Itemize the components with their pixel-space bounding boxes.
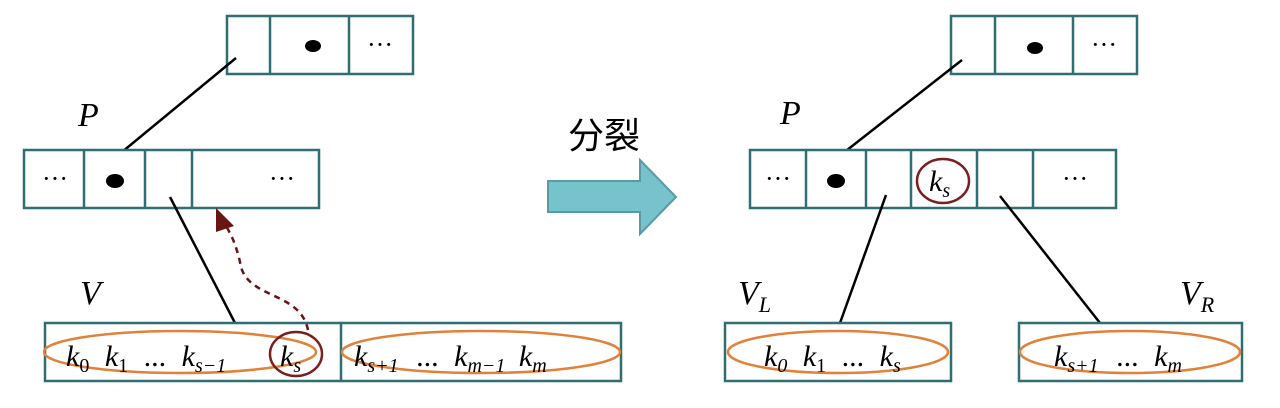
after-left-group-ellipse <box>726 329 950 375</box>
l-key-dots: ... <box>842 340 865 373</box>
split-arrow-label: 分裂 <box>568 116 640 157</box>
after-promoted-key: ks <box>929 165 950 202</box>
after-right-child-label: VR <box>1180 275 1215 317</box>
key-k1-base: k <box>105 340 119 373</box>
key-k0-base: k <box>66 340 80 373</box>
after-parent-node: ··· ks ··· <box>748 148 1118 210</box>
after-right-child-node: ks+1 ... km <box>1017 321 1244 383</box>
after-parent-pointer-dot <box>827 174 845 188</box>
key-dots-2: ... <box>416 340 439 373</box>
after-parent-left-ellipsis: ··· <box>765 164 791 193</box>
before-left-keys: k0 k1 ... ks−1 <box>66 340 226 379</box>
promoted-key-base: k <box>929 165 943 198</box>
l-key-k0-sub: 0 <box>777 355 787 377</box>
before-parent-label: P <box>77 97 99 134</box>
after-top-ellipsis: ··· <box>1091 30 1117 59</box>
key-km-1-sub: m−1 <box>467 355 505 377</box>
split-big-arrow <box>547 157 678 237</box>
key-ks1-base: k <box>354 340 368 373</box>
key-km-base: k <box>519 340 533 373</box>
r-key-ks1-base: k <box>1054 340 1068 373</box>
l-key-k0-base: k <box>764 340 778 373</box>
before-middle-key: ks <box>280 340 301 377</box>
l-key-ks-base: k <box>880 340 894 373</box>
before-child-node: k0 k1 ... ks−1 ks ks+1 ... km−1 km <box>42 321 623 383</box>
promoted-key-sub: s <box>942 180 950 202</box>
key-ks-base: k <box>280 340 294 373</box>
before-right-group-ellipse <box>340 329 622 375</box>
key-ks-sub: s <box>293 355 301 377</box>
after-parent-label: P <box>779 95 801 132</box>
before-parent-pointer-dot <box>106 174 124 188</box>
vl-sub: L <box>758 292 771 317</box>
key-k0-sub: 0 <box>79 355 89 377</box>
after-edge-parent-right-child <box>999 195 1101 324</box>
before-right-keys: ks+1 ... km−1 km <box>354 340 547 379</box>
l-key-k1-base: k <box>803 340 817 373</box>
before-top-node: ··· <box>225 14 415 76</box>
before-parent-left-ellipsis: ··· <box>42 164 68 193</box>
before-edge-parent-child <box>168 196 237 324</box>
after-right-keys: ks+1 ... km <box>1054 340 1182 379</box>
promotion-dashed-arrow <box>224 225 310 331</box>
key-dots-1: ... <box>144 340 167 373</box>
key-km-1-base: k <box>454 340 468 373</box>
after-top-pointer-dot <box>1027 42 1043 54</box>
before-parent-node: ··· ··· <box>22 148 321 210</box>
key-ks1-sub: s+1 <box>367 355 398 377</box>
key-k1-sub: 1 <box>118 355 128 377</box>
r-key-ks1-sub: s+1 <box>1067 355 1098 377</box>
l-key-k1-sub: 1 <box>816 355 826 377</box>
r-key-dots: ... <box>1116 340 1139 373</box>
key-ks-1-base: k <box>182 340 196 373</box>
key-ks-1-sub: s−1 <box>195 355 226 377</box>
after-parent-right-ellipsis: ··· <box>1062 164 1088 193</box>
after-right-group-ellipse <box>1018 329 1242 375</box>
key-km-sub: m <box>532 355 546 377</box>
before-left-group-ellipse <box>42 329 318 375</box>
before-child-label: V <box>80 275 105 312</box>
after-edge-parent-left-child <box>838 194 888 324</box>
before-parent-right-ellipsis: ··· <box>269 164 295 193</box>
before-middle-key-circle <box>268 330 324 378</box>
after-left-child-node: k0 k1 ... ks <box>723 321 953 383</box>
after-promoted-key-circle <box>915 157 971 205</box>
before-top-ellipsis: ··· <box>367 30 393 59</box>
vr-sub: R <box>1200 292 1215 317</box>
r-key-km-base: k <box>1154 340 1168 373</box>
before-edge-top-parent <box>121 57 237 153</box>
r-key-km-sub: m <box>1167 355 1181 377</box>
promotion-arrowhead <box>216 208 234 232</box>
after-left-child-label: VL <box>738 275 771 317</box>
after-top-node: ··· <box>949 14 1139 76</box>
l-key-ks-sub: s <box>893 355 901 377</box>
after-edge-top-parent <box>841 59 963 155</box>
after-left-keys: k0 k1 ... ks <box>764 340 901 379</box>
before-top-pointer-dot <box>305 40 321 52</box>
